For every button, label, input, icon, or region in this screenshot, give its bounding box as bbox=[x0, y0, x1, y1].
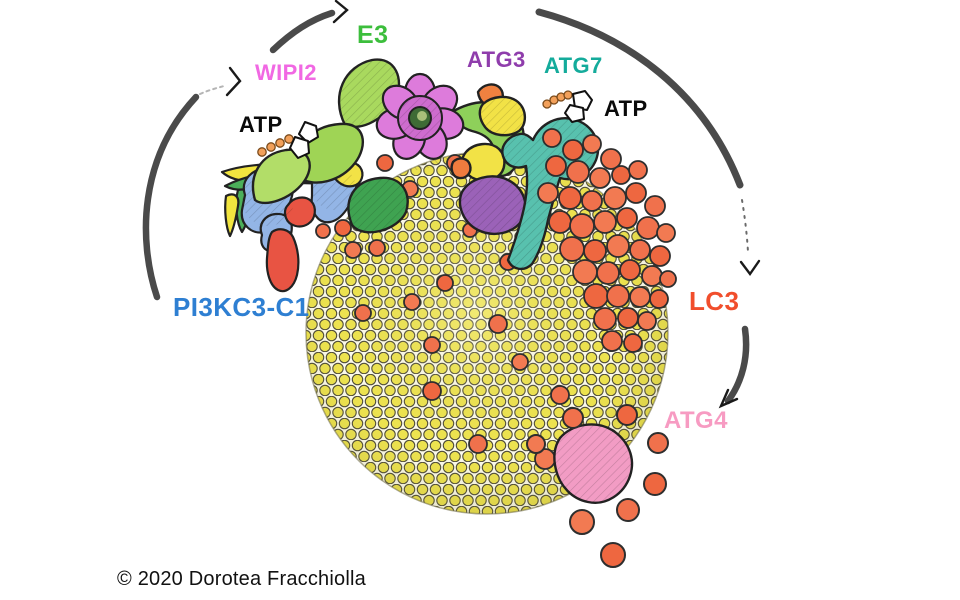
atp-molecule-right bbox=[542, 90, 593, 123]
lc3-dots-released bbox=[526, 404, 669, 568]
yellow-drip bbox=[224, 193, 240, 238]
copyright-credit: © 2020 Dorotea Fracchiolla bbox=[117, 568, 366, 590]
atg4-protein bbox=[553, 423, 634, 504]
label-atg7: ATG7 bbox=[544, 53, 603, 78]
label-lc3: LC3 bbox=[689, 286, 740, 316]
orange-blob-small bbox=[450, 157, 472, 180]
label-atg3: ATG3 bbox=[467, 47, 526, 72]
label-wipi2: WIPI2 bbox=[255, 60, 317, 85]
red-subunit-2 bbox=[265, 228, 300, 293]
cycle-arrow-top bbox=[269, 0, 349, 54]
label-atp-right: ATP bbox=[604, 96, 648, 121]
label-atg4: ATG4 bbox=[664, 407, 728, 434]
lc3-dots-cluster bbox=[537, 128, 677, 353]
atp-molecule-left bbox=[257, 121, 319, 159]
label-atp-left: ATP bbox=[239, 112, 283, 137]
atg3-protein bbox=[458, 175, 527, 235]
label-pi3kc3-c1: PI3KC3-C1 bbox=[173, 292, 310, 322]
wipi2-protein bbox=[375, 72, 465, 160]
cycle-arrow-bottom-right bbox=[718, 325, 750, 409]
cycle-arrow-left bbox=[142, 66, 242, 301]
cycle-arrow-right bbox=[535, 8, 761, 277]
yellow-subunits bbox=[450, 83, 527, 182]
label-e3: E3 bbox=[357, 21, 389, 49]
e3-leaf-left bbox=[251, 148, 311, 205]
